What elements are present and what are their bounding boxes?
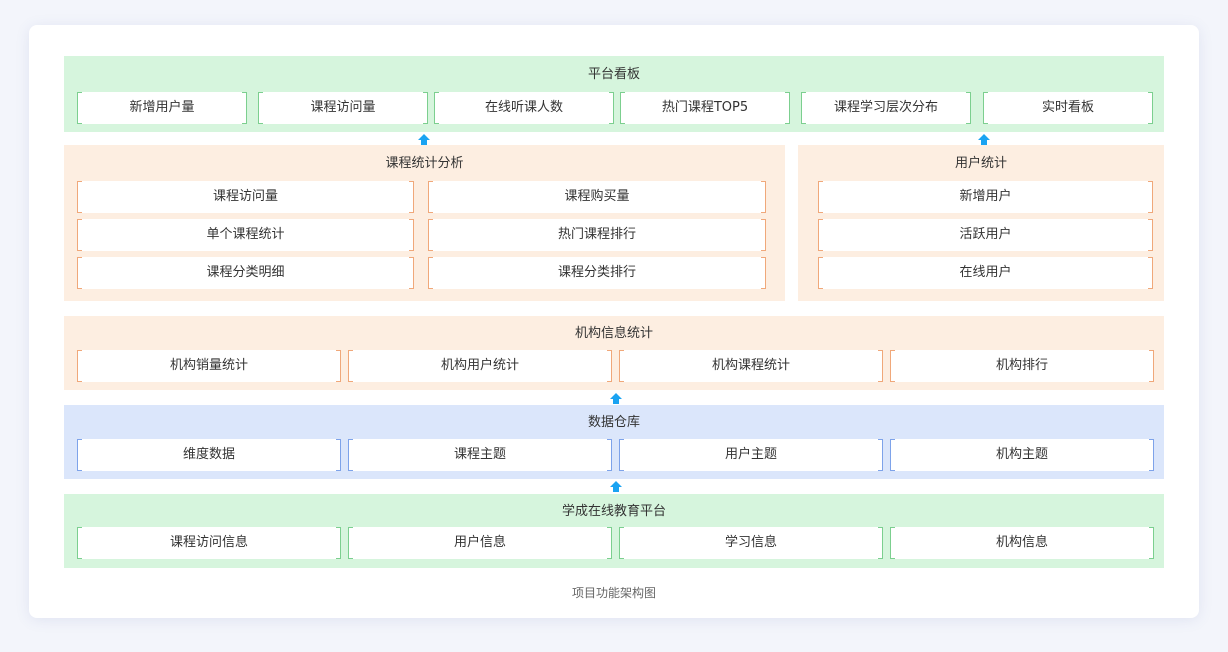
org-stats-item: 机构课程统计: [619, 350, 883, 382]
warehouse-item: 课程主题: [348, 439, 612, 471]
course-stats-title: 课程统计分析: [385, 156, 464, 171]
platform-item-new-users: 新增用户量: [77, 92, 247, 124]
platform-item-realtime-board: 实时看板: [983, 92, 1153, 124]
source-platform-title: 学成在线教育平台: [561, 504, 666, 519]
warehouse-item: 用户主题: [619, 439, 883, 471]
user-stats-item: 新增用户: [818, 181, 1153, 213]
org-stats-item: 机构用户统计: [348, 350, 612, 382]
course-stats-item: 课程访问量: [77, 181, 414, 213]
arrow-up-icon: [978, 134, 990, 145]
arrow-up-icon: [418, 134, 430, 145]
warehouse-item: 机构主题: [890, 439, 1154, 471]
user-stats-panel: 用户统计 新增用户 活跃用户 在线用户: [798, 145, 1164, 301]
org-stats-item: 机构排行: [890, 350, 1154, 382]
user-stats-item: 在线用户: [818, 257, 1153, 289]
course-stats-item: 课程分类明细: [77, 257, 414, 289]
arrow-up-icon: [610, 393, 622, 404]
warehouse-item: 维度数据: [77, 439, 341, 471]
source-item: 课程访问信息: [77, 527, 341, 559]
platform-dashboard-panel: 平台看板 新增用户量 课程访问量 在线听课人数 热门课程TOP5 课程学习层次分…: [64, 56, 1164, 132]
platform-item-hot-courses-top5: 热门课程TOP5: [620, 92, 790, 124]
data-warehouse-title: 数据仓库: [587, 415, 640, 430]
platform-item-online-listeners: 在线听课人数: [434, 92, 614, 124]
course-stats-item: 课程分类排行: [428, 257, 766, 289]
source-item: 用户信息: [348, 527, 612, 559]
course-stats-item: 课程购买量: [428, 181, 766, 213]
course-stats-panel: 课程统计分析 课程访问量 课程购买量 单个课程统计 热门课程排行 课程分类明细 …: [64, 145, 785, 301]
course-stats-item: 单个课程统计: [77, 219, 414, 251]
source-item: 学习信息: [619, 527, 883, 559]
figure-caption: 项目功能架构图: [571, 586, 656, 600]
course-stats-item: 热门课程排行: [428, 219, 766, 251]
platform-dashboard-title: 平台看板: [587, 67, 640, 82]
org-stats-panel: 机构信息统计 机构销量统计 机构用户统计 机构课程统计 机构排行: [64, 316, 1164, 390]
data-warehouse-panel: 数据仓库 维度数据 课程主题 用户主题 机构主题: [64, 405, 1164, 479]
user-stats-item: 活跃用户: [818, 219, 1153, 251]
arrow-up-icon: [610, 481, 622, 492]
source-item: 机构信息: [890, 527, 1154, 559]
org-stats-title: 机构信息统计: [574, 326, 653, 341]
org-stats-item: 机构销量统计: [77, 350, 341, 382]
platform-item-course-visits: 课程访问量: [258, 92, 428, 124]
source-platform-panel: 学成在线教育平台 课程访问信息 用户信息 学习信息 机构信息: [64, 494, 1164, 568]
user-stats-title: 用户统计: [954, 156, 1007, 171]
platform-item-learning-level: 课程学习层次分布: [801, 92, 971, 124]
